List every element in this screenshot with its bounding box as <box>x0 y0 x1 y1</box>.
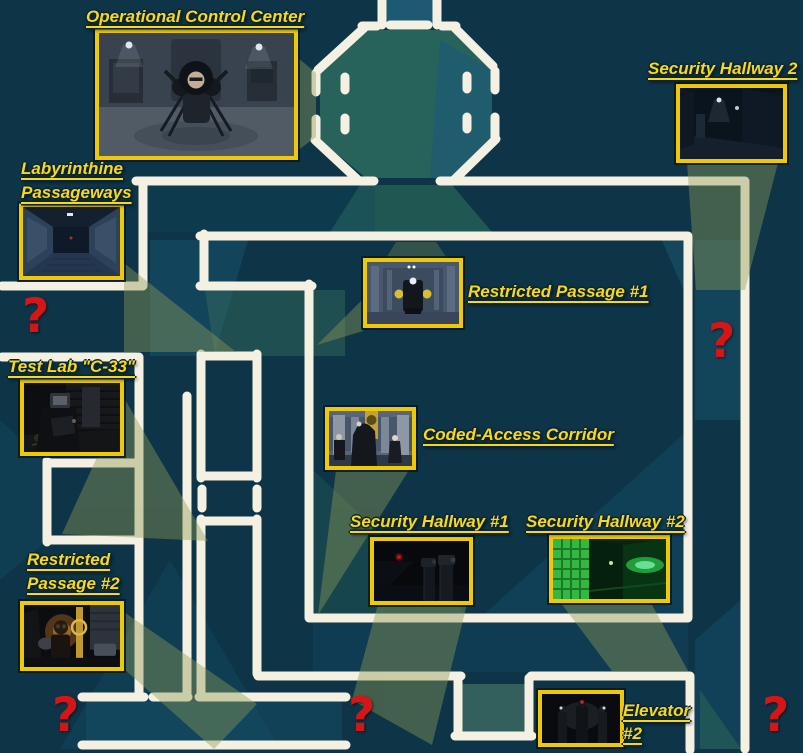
label-labyrinthine-line2: Passageways <box>21 183 132 202</box>
question-mark-west: ? <box>22 289 50 344</box>
beams-layer <box>62 57 778 749</box>
thumb-labyrinthine-passageways <box>19 203 124 280</box>
label-elevator-2-line1: Elevator <box>623 701 691 720</box>
label-security-hallway-2: Security Hallway #2 <box>526 512 685 531</box>
thumb-coded-access-corridor <box>325 407 416 470</box>
thumb-security-hallway-2-upper <box>676 84 787 163</box>
label-security-hallway-1: Security Hallway #1 <box>350 512 509 531</box>
thumb-elevator-2 <box>538 690 624 747</box>
question-mark-east: ? <box>708 314 736 369</box>
thumb-test-lab-c33 <box>20 379 124 456</box>
label-security-hallway-2-upper: Security Hallway 2 <box>648 59 798 78</box>
thumb-security-hallway-1 <box>370 537 473 605</box>
label-restricted-passage-2-line1: Restricted <box>27 550 111 569</box>
label-labyrinthine-line1: Labyrinthine <box>21 159 124 178</box>
label-restricted-passage-2-line2: Passage #2 <box>27 574 120 593</box>
thumb-security-hallway-2 <box>549 535 670 603</box>
thumb-operational-control-center <box>95 29 298 160</box>
label-restricted-passage-1: Restricted Passage #1 <box>468 282 649 301</box>
question-mark-southeast: ? <box>762 688 790 743</box>
question-mark-south: ? <box>348 688 376 743</box>
thumb-restricted-passage-1 <box>363 258 463 328</box>
walls-layer <box>0 0 750 753</box>
thumb-restricted-passage-2 <box>20 601 124 671</box>
question-mark-southwest: ? <box>52 688 80 743</box>
label-coded-access-corridor: Coded-Access Corridor <box>423 425 614 444</box>
label-operational-control-center: Operational Control Center <box>86 7 305 26</box>
label-elevator-2-line2: #2 <box>623 724 642 743</box>
label-test-lab-c33: Test Lab "C-33" <box>8 357 135 376</box>
